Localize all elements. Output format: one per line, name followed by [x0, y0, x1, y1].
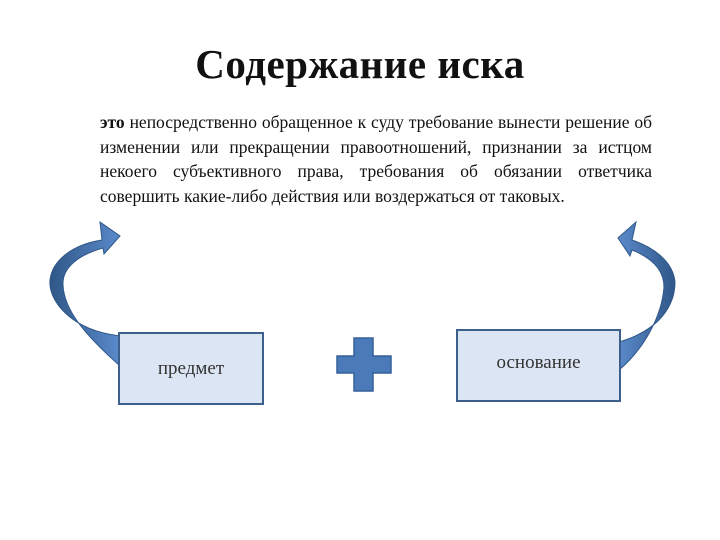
basis-box: основание: [456, 329, 621, 402]
basis-label: основание: [496, 351, 581, 373]
definition-text: непосредственно обращенное к суду требов…: [100, 112, 652, 206]
plus-icon: [336, 337, 392, 392]
definition-paragraph: это непосредственно обращенное к суду тр…: [100, 110, 652, 208]
definition-lead: это: [100, 112, 125, 132]
right-curved-arrow-icon: [617, 220, 676, 372]
slide-title: Содержание иска: [195, 41, 525, 87]
left-curved-arrow-icon: [49, 220, 121, 368]
subject-label: предмет: [157, 357, 225, 379]
subject-box: предмет: [118, 332, 264, 405]
